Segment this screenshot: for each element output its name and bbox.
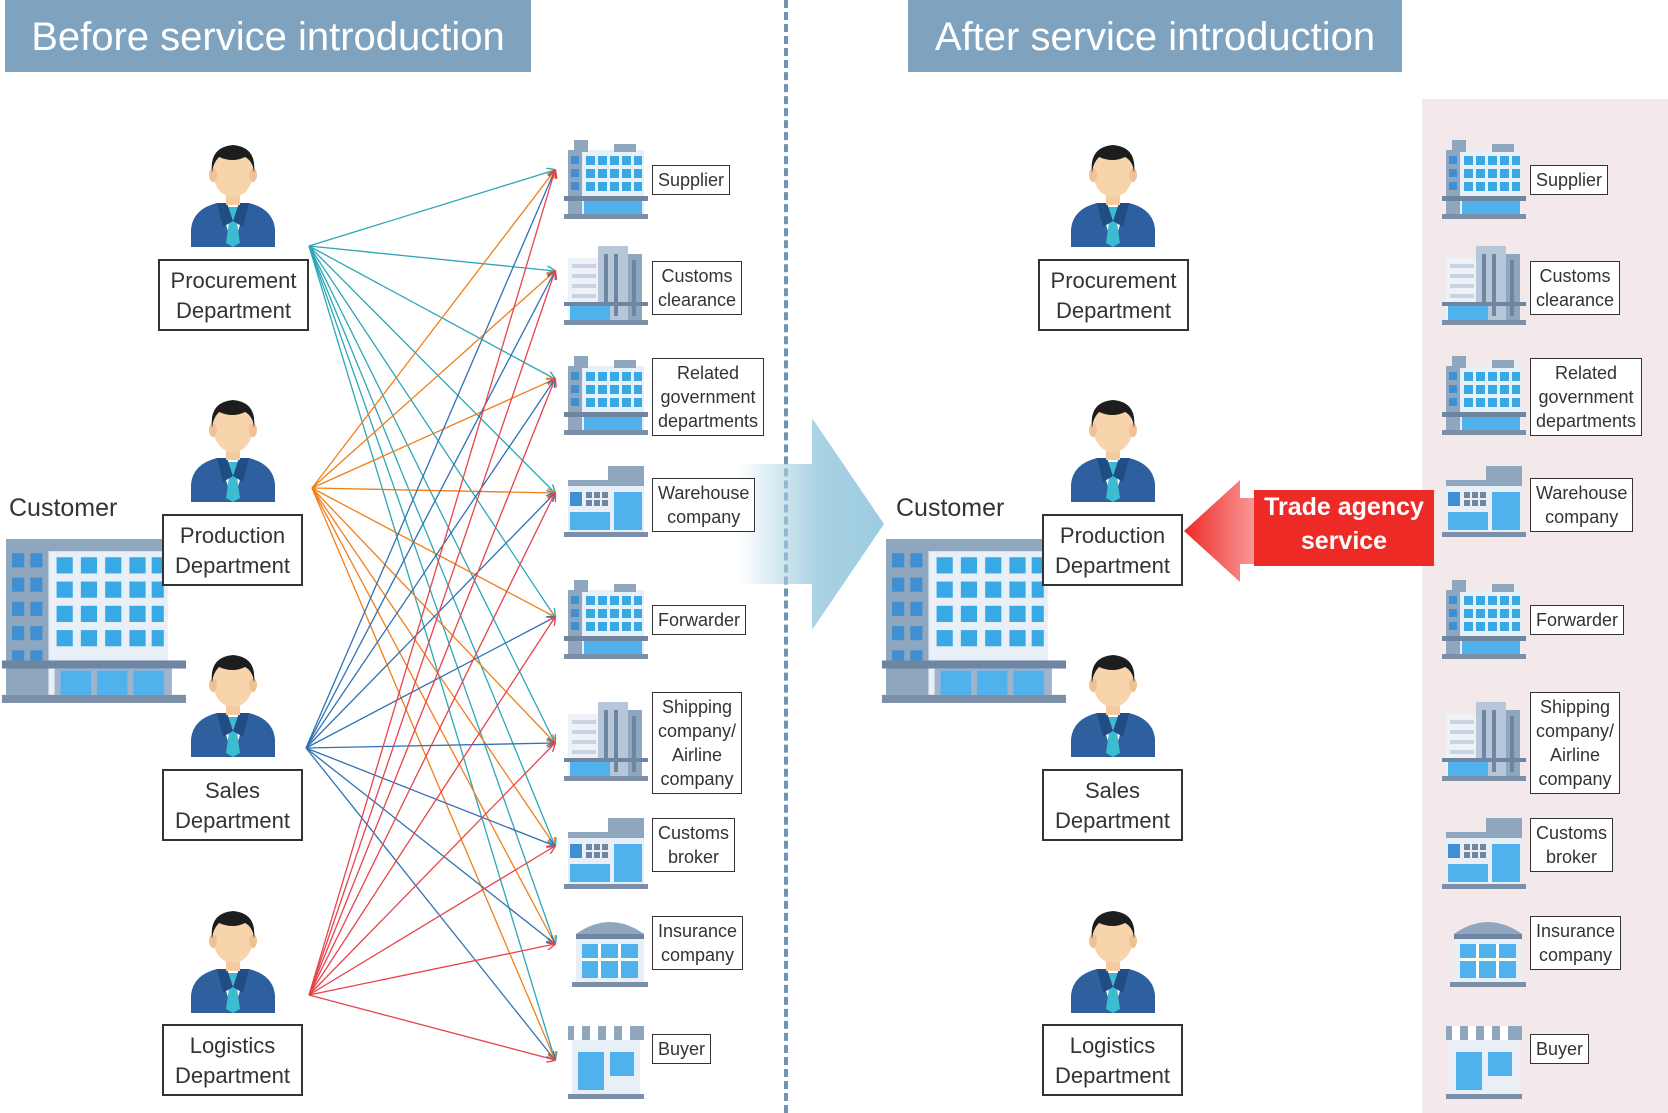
- before-government-icon: [564, 352, 648, 438]
- trade-agency-service-box: Trade agency service: [1254, 490, 1434, 566]
- before-supplier-icon: [564, 136, 648, 222]
- connector-procurement-1: [308, 245, 555, 271]
- connector-procurement-8: [308, 245, 555, 1060]
- after-government-icon: [1442, 352, 1526, 438]
- after-production-department-label: Production Department: [1042, 514, 1183, 586]
- connector-sales-5: [305, 743, 555, 749]
- before-production-department-label: Production Department: [162, 514, 303, 586]
- connector-sales-6: [305, 747, 555, 846]
- after-insurance-label: Insurance company: [1530, 916, 1622, 970]
- after-customs-clearance-label: Customs clearance: [1530, 261, 1621, 315]
- connector-sales-7: [305, 747, 555, 944]
- before-logistics-person-icon: [183, 903, 283, 1013]
- connector-logistics-4: [308, 617, 555, 996]
- before-customer-building-icon: [1, 539, 186, 703]
- before-forwarder-label: Forwarder: [652, 605, 747, 635]
- after-government-label: Related government departments: [1530, 358, 1643, 436]
- connector-procurement-3: [308, 245, 555, 493]
- after-shipping-label: Shipping company/ Airline company: [1530, 692, 1621, 794]
- after-customer-building-icon: [881, 539, 1066, 703]
- connector-logistics-0: [308, 170, 555, 996]
- before-warehouse-icon: [564, 456, 648, 542]
- connector-production-0: [311, 170, 555, 489]
- after-procurement-person-icon: [1063, 137, 1163, 247]
- connector-procurement-7: [308, 245, 555, 944]
- before-insurance-label: Insurance company: [652, 916, 744, 970]
- connector-logistics-2: [308, 379, 555, 996]
- after-sales-person-icon: [1063, 647, 1163, 757]
- before-title: Before service introduction: [31, 15, 505, 59]
- before-warehouse-label: Warehouse company: [652, 478, 756, 532]
- connector-production-3: [311, 487, 555, 493]
- connector-procurement-5: [308, 245, 555, 743]
- after-forwarder-icon: [1442, 576, 1526, 662]
- connector-procurement-6: [308, 245, 555, 846]
- connection-lines: [305, 0, 780, 1113]
- after-shipping-icon: [1442, 696, 1526, 782]
- after-title: After service introduction: [934, 15, 1376, 59]
- connector-logistics-1: [308, 271, 555, 996]
- connector-sales-4: [305, 617, 555, 749]
- before-sales-department-label: Sales Department: [162, 769, 303, 841]
- before-insurance-icon: [568, 906, 652, 992]
- after-customer-label: Customer: [896, 494, 1005, 522]
- before-supplier-label: Supplier: [652, 165, 731, 195]
- after-banner: After service introduction: [908, 0, 1402, 72]
- after-sales-department-label: Sales Department: [1042, 769, 1183, 841]
- connector-procurement-0: [308, 170, 555, 247]
- before-forwarder-icon: [564, 576, 648, 662]
- after-forwarder-label: Forwarder: [1530, 605, 1625, 635]
- after-warehouse-icon: [1442, 456, 1526, 542]
- before-buyer-icon: [564, 1018, 648, 1104]
- connector-logistics-6: [308, 846, 555, 996]
- before-production-person-icon: [183, 392, 283, 502]
- connector-sales-3: [305, 493, 555, 749]
- before-logistics-department-label: Logistics Department: [162, 1024, 303, 1096]
- connector-logistics-8: [308, 994, 555, 1060]
- after-buyer-icon: [1442, 1018, 1526, 1104]
- before-customs-broker-label: Customs broker: [652, 818, 736, 872]
- before-sales-person-icon: [183, 647, 283, 757]
- before-customer-label: Customer: [9, 494, 118, 522]
- after-supplier-icon: [1442, 136, 1526, 222]
- after-logistics-department-label: Logistics Department: [1042, 1024, 1183, 1096]
- before-customs-clearance-label: Customs clearance: [652, 261, 743, 315]
- before-banner: Before service introduction: [5, 0, 531, 72]
- trade-agency-arrow: [1184, 480, 1264, 582]
- after-logistics-person-icon: [1063, 903, 1163, 1013]
- before-procurement-person-icon: [183, 137, 283, 247]
- after-customs-clearance-icon: [1442, 240, 1526, 326]
- before-procurement-department-label: Procurement Department: [158, 259, 309, 331]
- connector-sales-0: [305, 170, 555, 749]
- connector-sales-8: [305, 747, 555, 1060]
- connector-logistics-3: [308, 493, 555, 996]
- after-production-person-icon: [1063, 392, 1163, 502]
- connector-procurement-2: [308, 245, 555, 379]
- connector-production-2: [311, 379, 555, 489]
- connector-logistics-7: [308, 944, 555, 996]
- connector-production-6: [311, 487, 555, 846]
- after-procurement-department-label: Procurement Department: [1038, 259, 1189, 331]
- before-customs-clearance-icon: [564, 240, 648, 326]
- after-insurance-icon: [1446, 906, 1530, 992]
- connector-logistics-5: [308, 743, 555, 996]
- connector-sales-1: [305, 271, 555, 749]
- connector-production-5: [311, 487, 555, 743]
- connector-sales-2: [305, 379, 555, 749]
- after-customs-broker-label: Customs broker: [1530, 818, 1614, 872]
- after-buyer-label: Buyer: [1530, 1034, 1590, 1064]
- before-shipping-icon: [564, 696, 648, 782]
- after-customs-broker-icon: [1442, 808, 1526, 894]
- before-buyer-label: Buyer: [652, 1034, 712, 1064]
- connector-procurement-4: [308, 245, 555, 617]
- transition-arrow: [738, 418, 884, 630]
- connector-production-8: [311, 487, 555, 1060]
- connector-production-4: [311, 487, 555, 617]
- connector-production-7: [311, 487, 555, 944]
- before-shipping-label: Shipping company/ Airline company: [652, 692, 743, 794]
- after-warehouse-label: Warehouse company: [1530, 478, 1634, 532]
- before-customs-broker-icon: [564, 808, 648, 894]
- before-government-label: Related government departments: [652, 358, 765, 436]
- after-supplier-label: Supplier: [1530, 165, 1609, 195]
